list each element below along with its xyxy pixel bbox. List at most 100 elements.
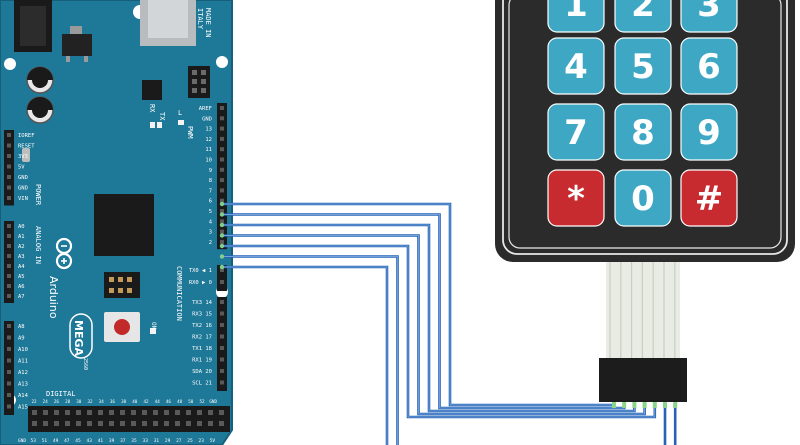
pin-label: 3V3 bbox=[18, 154, 28, 160]
header-pin bbox=[120, 421, 125, 426]
tx-led bbox=[150, 122, 155, 128]
pin-label: 13 bbox=[205, 127, 212, 133]
header-pin bbox=[7, 244, 11, 248]
pin-label: 41 bbox=[98, 438, 104, 444]
key-8[interactable]: 8 bbox=[614, 103, 672, 161]
pin-label: 5V bbox=[18, 165, 25, 171]
header-pin bbox=[7, 324, 11, 328]
key-2[interactable]: 2 bbox=[614, 0, 672, 33]
header-pin bbox=[7, 185, 11, 190]
header-pin bbox=[208, 421, 213, 426]
key-label: 9 bbox=[697, 113, 721, 153]
jumper-wire bbox=[222, 234, 646, 416]
key-1[interactable]: 1 bbox=[547, 0, 605, 33]
communication-section-label: COMMUNICATION bbox=[175, 266, 183, 321]
key-face bbox=[680, 169, 738, 227]
power-jack bbox=[14, 0, 52, 52]
header-pin bbox=[43, 421, 48, 426]
pin-label: A13 bbox=[18, 382, 28, 388]
arduino-logo bbox=[55, 237, 73, 270]
ribbon-cable bbox=[606, 262, 680, 358]
key-hash[interactable]: # bbox=[680, 169, 738, 227]
header-pin bbox=[98, 410, 103, 415]
rx-label: RX bbox=[148, 104, 156, 113]
key-4[interactable]: 4 bbox=[547, 37, 605, 95]
left-pin-headers: IOREFRESET3V35VGNDGNDVINA0A1A2A3A4A5A6A7… bbox=[4, 130, 35, 415]
jumper-wire-highlight bbox=[222, 266, 388, 445]
pin-label: A15 bbox=[18, 405, 28, 411]
l-led bbox=[178, 120, 184, 125]
pin-label: IOREF bbox=[18, 133, 35, 139]
header-pin bbox=[153, 421, 158, 426]
key-5[interactable]: 5 bbox=[614, 37, 672, 95]
wire-end bbox=[632, 402, 637, 408]
key-3[interactable]: 3 bbox=[680, 0, 738, 33]
pin-label: 23 bbox=[198, 438, 204, 444]
pin-label: 22 bbox=[31, 399, 37, 404]
header-pin bbox=[43, 410, 48, 415]
wire-end bbox=[219, 201, 225, 207]
pin-label: A1 bbox=[18, 234, 25, 240]
header-pin bbox=[219, 421, 224, 426]
jumper-wire bbox=[222, 255, 399, 445]
pin-label: 51 bbox=[42, 438, 48, 444]
pin-label: SDA 20 bbox=[192, 369, 212, 375]
pin-label: 24 bbox=[43, 399, 49, 404]
chip-model-label: 2560 bbox=[82, 358, 88, 370]
pin-label: GND bbox=[202, 116, 212, 122]
wire-end bbox=[219, 254, 225, 259]
pin-label: 7 bbox=[209, 188, 212, 194]
pin-label: 32 bbox=[87, 399, 93, 404]
key-face bbox=[680, 37, 738, 95]
header-strip bbox=[217, 297, 227, 391]
header-pin bbox=[220, 300, 224, 304]
key-star[interactable]: * bbox=[547, 169, 605, 227]
digital-header bbox=[28, 406, 230, 432]
header-pin bbox=[220, 280, 224, 284]
wire-end bbox=[673, 402, 678, 408]
jumper-wires bbox=[219, 201, 678, 445]
jumper-wire-highlight bbox=[222, 256, 398, 445]
pin-label: 28 bbox=[65, 399, 71, 404]
key-label: # bbox=[695, 179, 724, 219]
key-6[interactable]: 6 bbox=[680, 37, 738, 95]
key-label: 8 bbox=[631, 113, 655, 153]
header-pin bbox=[208, 410, 213, 415]
keypad-border bbox=[502, 0, 788, 255]
key-label: 5 bbox=[631, 47, 655, 87]
pin-label: A14 bbox=[18, 393, 29, 399]
key-face bbox=[547, 37, 605, 95]
header-pin bbox=[142, 410, 147, 415]
reset-button[interactable] bbox=[104, 312, 140, 342]
wire-end bbox=[622, 402, 627, 408]
key-7[interactable]: 7 bbox=[547, 103, 605, 161]
pin-label: RX0 ▶ 0 bbox=[189, 280, 212, 286]
header-pin bbox=[54, 410, 59, 415]
pin-label: 46 bbox=[166, 399, 172, 404]
header-pin bbox=[109, 421, 114, 426]
key-label: 6 bbox=[697, 47, 721, 87]
header-pin bbox=[7, 154, 11, 158]
key-0[interactable]: 0 bbox=[614, 169, 672, 227]
header-pin bbox=[220, 323, 224, 327]
pin-label: RESET bbox=[18, 144, 35, 150]
header-strip bbox=[4, 221, 14, 303]
wire-end bbox=[663, 402, 667, 408]
key-label: * bbox=[567, 179, 585, 219]
header-pin bbox=[175, 421, 180, 426]
mounting-hole bbox=[4, 58, 16, 70]
key-face bbox=[614, 0, 672, 33]
pin-label: A9 bbox=[18, 336, 25, 342]
pin-label: TX1 18 bbox=[192, 346, 212, 352]
header-pin bbox=[7, 133, 11, 137]
wire-end bbox=[612, 402, 616, 408]
header-pin bbox=[186, 410, 191, 415]
header-pin bbox=[220, 357, 224, 362]
pin-label: A5 bbox=[18, 274, 25, 280]
key-9[interactable]: 9 bbox=[680, 103, 738, 161]
pin-label: 33 bbox=[142, 438, 148, 444]
wire-end bbox=[219, 212, 225, 217]
pin-label: 3 bbox=[209, 230, 212, 236]
